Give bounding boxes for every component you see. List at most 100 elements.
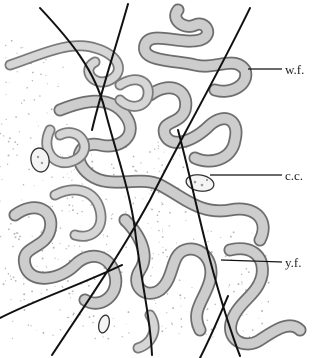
stipple-dot: [125, 246, 126, 247]
stipple-dot: [207, 319, 208, 320]
stipple-dot: [110, 250, 111, 251]
stipple-dot: [19, 131, 20, 132]
stipple-dot: [173, 159, 174, 160]
stipple-dot: [207, 308, 209, 310]
stipple-dot: [113, 174, 115, 176]
stipple-dot: [68, 155, 69, 156]
stipple-dot: [94, 278, 96, 280]
stipple-dot: [60, 154, 61, 155]
stipple-dot: [69, 211, 70, 212]
stipple-dot: [45, 59, 46, 60]
stipple-dot: [246, 314, 247, 315]
stipple-dot: [179, 155, 180, 156]
stipple-dot: [162, 236, 164, 238]
stipple-dot: [70, 297, 71, 298]
stipple-dot: [111, 218, 113, 220]
stipple-dot: [66, 248, 67, 249]
stipple-dot: [125, 211, 126, 212]
stipple-dot: [62, 156, 63, 157]
stipple-dot: [23, 283, 25, 285]
stipple-dot: [10, 299, 11, 300]
stipple-dot: [152, 267, 153, 268]
stipple-dot: [181, 306, 182, 307]
stipple-dot: [0, 236, 1, 237]
stipple-dot: [0, 166, 1, 167]
stipple-dot: [261, 303, 262, 304]
stipple-dot: [261, 323, 263, 325]
stipple-dot: [72, 209, 74, 211]
stipple-dot: [43, 180, 44, 181]
stipple-dot: [103, 236, 104, 237]
stipple-dot: [135, 197, 136, 198]
stipple-dot: [155, 303, 156, 304]
stipple-dot: [16, 53, 17, 54]
stipple-dot: [52, 206, 53, 207]
stipple-dot: [5, 57, 6, 58]
stipple-dot: [179, 279, 181, 281]
stipple-dot: [82, 183, 83, 184]
stipple-dot: [10, 276, 11, 277]
stipple-dot: [83, 325, 84, 326]
stipple-dot: [93, 315, 95, 317]
stipple-dot: [158, 158, 159, 159]
stipple-dot: [36, 121, 37, 122]
stipple-dot: [151, 189, 153, 191]
stipple-dot: [241, 284, 242, 285]
stipple-dot: [50, 206, 51, 207]
stipple-dot: [151, 228, 152, 229]
stipple-dot: [41, 293, 42, 294]
stipple-dot: [248, 271, 250, 273]
stipple-dot: [32, 72, 34, 74]
stipple-dot: [246, 268, 248, 270]
stipple-dot: [134, 170, 136, 172]
stipple-dot: [167, 293, 168, 294]
stipple-dot: [19, 236, 21, 238]
stipple-dot: [28, 113, 30, 115]
stipple-dot: [51, 176, 52, 177]
pointer-yf: [221, 260, 282, 262]
stipple-dot: [12, 246, 14, 248]
stipple-dot: [233, 291, 235, 293]
stipple-dot: [172, 323, 173, 324]
stipple-dot: [6, 119, 7, 120]
stipple-dot: [1, 123, 2, 124]
stipple-dot: [91, 155, 92, 156]
stipple-dot: [125, 196, 126, 197]
stipple-dot: [140, 162, 141, 163]
label-wf: w.f.: [285, 62, 304, 77]
stipple-dot: [147, 223, 148, 224]
stipple-dot: [39, 95, 41, 97]
stipple-dot: [0, 133, 1, 135]
stipple-dot: [157, 214, 159, 216]
stipple-dot: [46, 289, 48, 291]
stipple-dot: [185, 211, 187, 213]
stipple-dot: [30, 325, 31, 326]
stipple-dot: [90, 204, 92, 206]
stipple-dot: [176, 242, 177, 243]
label-cc: c.c.: [285, 168, 303, 183]
stipple-dot: [81, 211, 82, 212]
stipple-dot: [68, 293, 70, 295]
stipple-dot: [67, 317, 68, 318]
stipple-dot: [252, 233, 253, 234]
stipple-dot: [21, 102, 22, 103]
stipple-dot: [132, 203, 134, 205]
stipple-dot: [165, 328, 166, 329]
stipple-dot: [166, 312, 167, 313]
stipple-dot: [16, 155, 17, 156]
stipple-dot: [230, 236, 232, 238]
stipple-dot: [68, 177, 69, 178]
stipple-dot: [6, 94, 7, 95]
stipple-dot: [158, 230, 160, 232]
stipple-dot: [21, 200, 22, 201]
stipple-dot: [81, 250, 82, 251]
stipple-dot: [9, 82, 10, 83]
stipple-dot: [58, 259, 59, 260]
stipple-dot: [72, 196, 74, 198]
stipple-dot: [68, 204, 70, 206]
stipple-dot: [28, 325, 29, 326]
stipple-dot: [66, 124, 67, 125]
stipple-dot: [267, 280, 268, 281]
stipple-dot: [53, 247, 55, 249]
stipple-dot: [8, 141, 10, 143]
